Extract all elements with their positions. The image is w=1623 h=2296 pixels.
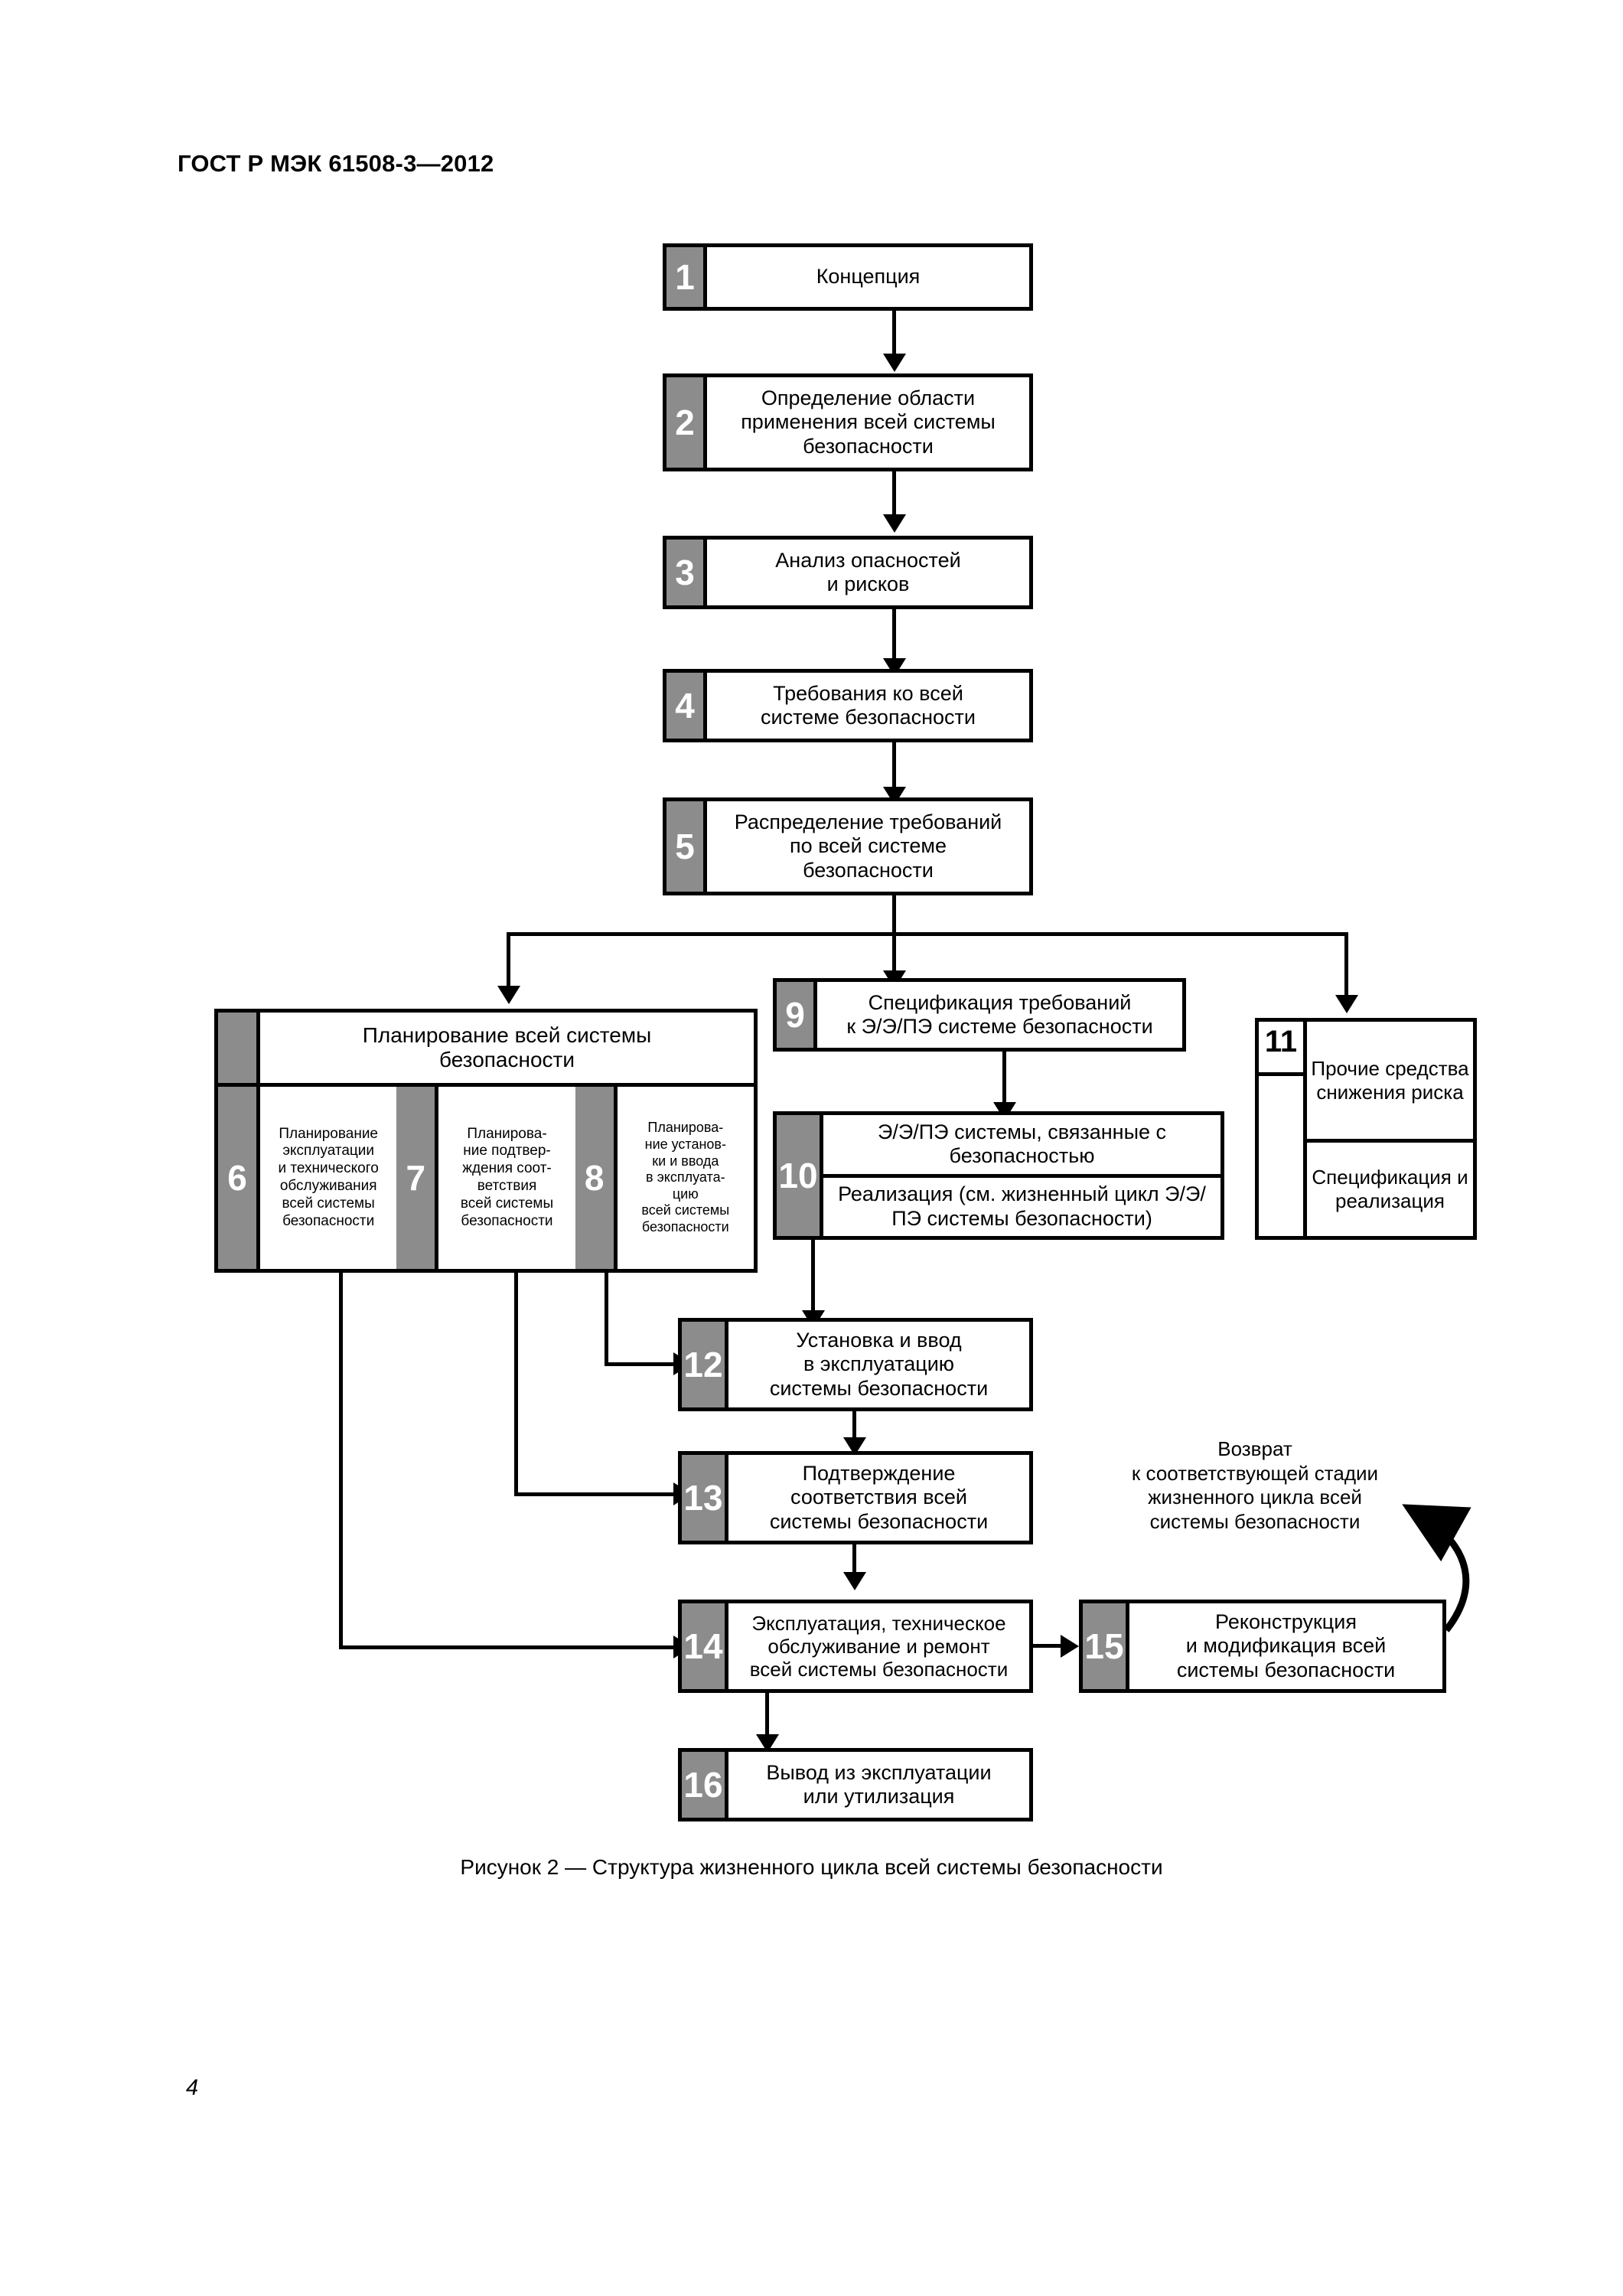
- edge-1-2-arrowhead: [883, 354, 906, 372]
- edge-5-plan: [507, 932, 510, 990]
- flow-node-15: 15 Реконструкция и модификация всей сист…: [1079, 1600, 1446, 1693]
- node-8-label: Планирова- ние установ- ки и ввода в экс…: [641, 1120, 730, 1234]
- planning-group: Планирование всей системы безопасности 6…: [214, 1009, 758, 1273]
- return-annotation: Возврат к соответствующей стадии жизненн…: [1075, 1437, 1435, 1534]
- flow-node-8: 8 Планирова- ние установ- ки и ввода в э…: [575, 1087, 754, 1269]
- edge-10-12: [811, 1240, 815, 1316]
- edge-14-15: [1033, 1644, 1064, 1648]
- node-11-segment-1: Прочие средства снижения риска: [1307, 1022, 1473, 1143]
- node-11-number-divider: [1259, 1072, 1303, 1076]
- flow-node-4: 4 Требования ко всей системе безопасност…: [663, 669, 1033, 742]
- node-10-body: Э/Э/ПЭ системы, связанные с безопасность…: [823, 1115, 1221, 1236]
- flow-node-14: 14 Эксплуатация, техническое обслуживани…: [678, 1600, 1033, 1693]
- node-2-number: 2: [666, 377, 707, 468]
- flow-node-7: 7 Планирова- ние подтвер- ждения соот- в…: [396, 1087, 575, 1269]
- flow-node-16: 16 Вывод из эксплуатации или утилизация: [678, 1748, 1033, 1821]
- node-13-label: Подтверждение соответствия всей системы …: [769, 1462, 989, 1533]
- node-3-number: 3: [666, 540, 707, 605]
- edge-5-bus-stem: [892, 895, 896, 981]
- flow-node-6: 6 Планирование эксплуатации и техническо…: [218, 1087, 396, 1269]
- planning-group-title: Планирование всей системы безопасности: [362, 1022, 652, 1071]
- edge-14-15-arrowhead: [1061, 1635, 1079, 1658]
- flow-node-10: 10 Э/Э/ПЭ системы, связанные с безопасно…: [773, 1111, 1224, 1240]
- edge-4-5: [892, 742, 896, 793]
- flow-node-2: 2 Определение области применения всей си…: [663, 373, 1033, 471]
- figure-caption: Рисунок 2 — Структура жизненного цикла в…: [460, 1855, 1163, 1879]
- edge-6-14-run: [339, 1645, 678, 1649]
- return-annotation-line-4: системы безопасности: [1149, 1510, 1361, 1534]
- node-16-number: 16: [682, 1752, 728, 1818]
- node-14-number: 14: [682, 1603, 728, 1689]
- edge-13-14-arrowhead: [843, 1572, 866, 1590]
- edge-9-10: [1002, 1052, 1006, 1108]
- node-11-number: 11: [1264, 1025, 1298, 1058]
- node-2-label: Определение области применения всей сист…: [741, 386, 996, 458]
- flow-node-9: 9 Спецификация требований к Э/Э/ПЭ систе…: [773, 978, 1186, 1052]
- flow-node-12: 12 Установка и ввод в эксплуатацию систе…: [678, 1318, 1033, 1411]
- node-12-label: Установка и ввод в эксплуатацию системы …: [769, 1329, 989, 1400]
- edge-5-11: [1344, 932, 1348, 1000]
- node-10-number: 10: [777, 1115, 823, 1236]
- node-9-label: Спецификация требований к Э/Э/ПЭ системе…: [846, 990, 1153, 1038]
- edge-1-2: [892, 311, 896, 360]
- node-12-number: 12: [682, 1322, 728, 1407]
- node-3-label: Анализ опасностей и рисков: [775, 548, 961, 595]
- return-annotation-line-2: к соответствующей стадии: [1131, 1461, 1379, 1485]
- node-13-number: 13: [682, 1455, 728, 1541]
- node-5-label: Распределение требований по всей системе…: [734, 810, 1002, 882]
- return-curved-arrow: [1402, 1504, 1471, 1632]
- edge-5-11-arrowhead: [1335, 995, 1358, 1013]
- node-7-label: Планирова- ние подтвер- ждения соот- вет…: [460, 1125, 554, 1229]
- return-annotation-line-3: жизненного цикла всей: [1148, 1486, 1362, 1509]
- node-1-number: 1: [666, 247, 707, 307]
- node-4-number: 4: [666, 673, 707, 739]
- node-11-number-cell: 11: [1259, 1022, 1307, 1236]
- flow-node-3: 3 Анализ опасностей и рисков: [663, 536, 1033, 609]
- document-header: ГОСТ Р МЭК 61508-3—2012: [178, 150, 494, 177]
- edge-5-bus: [507, 932, 1348, 936]
- node-15-number: 15: [1083, 1603, 1129, 1689]
- edge-2-3-arrowhead: [883, 514, 906, 533]
- node-4-label: Требования ко всей системе безопасности: [761, 681, 976, 729]
- flow-node-1: 1 Концепция: [663, 243, 1033, 311]
- edge-8-12-run: [605, 1362, 678, 1366]
- lifecycle-flowchart: 1 Концепция 2 Определение области примен…: [214, 243, 1477, 1821]
- planning-group-header: Планирование всей системы безопасности: [218, 1013, 754, 1087]
- edge-13-14: [852, 1544, 856, 1581]
- node-11-segment-2: Спецификация и реализация: [1312, 1166, 1468, 1212]
- node-6-number: 6: [218, 1087, 260, 1269]
- node-5-number: 5: [666, 801, 707, 892]
- planning-group-spacer: [218, 1013, 260, 1083]
- node-16-label: Вывод из эксплуатации или утилизация: [766, 1760, 992, 1808]
- node-1-label: Концепция: [816, 265, 921, 289]
- edge-2-3: [892, 471, 896, 520]
- planning-group-columns: 6 Планирование эксплуатации и техническо…: [218, 1087, 754, 1269]
- return-annotation-line-1: Возврат: [1217, 1437, 1292, 1460]
- node-8-number: 8: [575, 1087, 618, 1269]
- flow-node-11: 11 Прочие средства снижения риска Специф…: [1255, 1018, 1477, 1240]
- edge-12-13: [852, 1411, 856, 1448]
- node-14-label: Эксплуатация, техническое обслуживание и…: [749, 1611, 1009, 1681]
- flow-node-5: 5 Распределение требований по всей систе…: [663, 797, 1033, 895]
- flow-node-13: 13 Подтверждение соответствия всей систе…: [678, 1451, 1033, 1544]
- edge-14-16: [765, 1693, 769, 1743]
- node-10-segment-1: Э/Э/ПЭ системы, связанные с безопасность…: [877, 1120, 1167, 1168]
- node-10-segment-2: Реализация (см. жизненный цикл Э/Э/ПЭ си…: [823, 1173, 1221, 1237]
- edge-7-13-run: [514, 1492, 678, 1496]
- edge-5-plan-arrowhead: [497, 986, 520, 1004]
- edge-6-14-drop: [339, 1273, 343, 1649]
- node-15-label: Реконструкция и модификация всей системы…: [1176, 1610, 1396, 1681]
- edge-8-12-drop: [605, 1273, 608, 1366]
- node-7-number: 7: [396, 1087, 439, 1269]
- edge-7-13-drop: [514, 1273, 518, 1496]
- page-number: 4: [186, 2076, 199, 2100]
- node-11-body: Прочие средства снижения риска Специфика…: [1307, 1022, 1473, 1236]
- edge-3-4: [892, 609, 896, 664]
- node-6-label: Планирование эксплуатации и технического…: [278, 1125, 379, 1229]
- node-9-number: 9: [777, 982, 817, 1048]
